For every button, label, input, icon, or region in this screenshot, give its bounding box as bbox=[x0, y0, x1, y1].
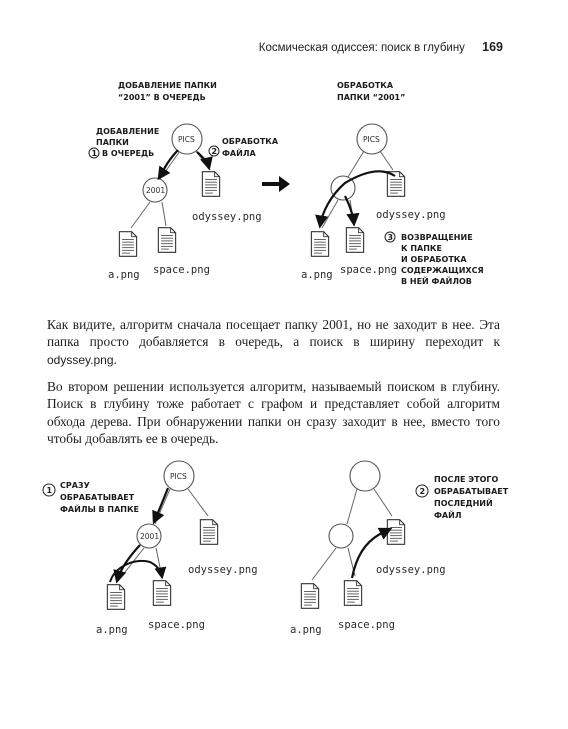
bottom-left-badge bbox=[42, 483, 56, 497]
right-note3-line-4: СОДЕРЖАЩИХСЯ bbox=[401, 266, 484, 275]
left-note2-badge bbox=[208, 145, 220, 157]
space-label-left: space.png bbox=[153, 264, 210, 276]
bottom-left-number: 1 bbox=[47, 486, 53, 495]
paragraph-2: Во втором решении используется алгоритм,… bbox=[47, 378, 500, 448]
right-note3-line-2: К ПАПКЕ bbox=[401, 244, 442, 253]
arrow-enter-folder bbox=[152, 487, 170, 525]
bottom-right-note-line-2: ОБРАБАТЫВАЕТ bbox=[434, 487, 509, 496]
paragraph-2-text: Во втором решении используется алгоритм,… bbox=[47, 379, 500, 447]
chapter-title: Космическая одиссея: поиск в глубину bbox=[258, 42, 465, 54]
right-note3-badge bbox=[384, 231, 396, 243]
pics-label: PICS bbox=[178, 135, 195, 144]
space-file-icon bbox=[152, 580, 172, 606]
right-tree: PICS bbox=[310, 123, 406, 257]
a-label-bottom-left: a.png bbox=[96, 624, 128, 636]
odyssey-label-bottom-left: odyssey.png bbox=[188, 564, 258, 576]
folder-2001-label: 2001 bbox=[146, 186, 165, 195]
left-note1-line-1: ДОБАВЛЕНИЕ bbox=[96, 127, 159, 136]
bottom-left-note-line-3: ФАЙЛЫ В ПАПКЕ bbox=[60, 503, 139, 514]
pics-folder-node bbox=[349, 460, 381, 492]
pics-folder-node bbox=[356, 123, 388, 155]
paragraph-1-tail: . bbox=[113, 351, 117, 367]
space-label-right: space.png bbox=[340, 264, 397, 276]
folder-2001-node bbox=[136, 523, 162, 549]
bottom-left-tree: PICS 2001 bbox=[106, 460, 219, 610]
a-label-left: a.png bbox=[108, 269, 140, 281]
right-note3-line-5: В НЕЙ ФАЙЛОВ bbox=[401, 275, 472, 286]
running-head: Космическая одиссея: поиск в глубину 169 bbox=[0, 40, 503, 54]
odyssey-file-icon bbox=[386, 171, 406, 197]
transition-arrow-head bbox=[279, 176, 290, 192]
right-note3-number: 3 bbox=[388, 233, 394, 242]
paragraph-1-text: Как видите, алгоритм сначала посещает па… bbox=[47, 317, 500, 350]
folder-2001-node bbox=[142, 177, 168, 203]
folder-2001-label-bottom-left: 2001 bbox=[140, 532, 159, 541]
folder-2001-node bbox=[330, 175, 356, 201]
left-title-line-2: “2001” В ОЧЕРЕДЬ bbox=[118, 93, 206, 102]
a-label-bottom-right: a.png bbox=[290, 624, 322, 636]
bottom-right-number: 2 bbox=[420, 487, 426, 496]
left-title-line-1: ДОБАВЛЕНИЕ ПАПКИ bbox=[118, 81, 217, 90]
right-note3-line-1: ВОЗВРАЩЕНИЕ bbox=[401, 233, 473, 242]
arrow-to-last-file bbox=[350, 527, 393, 579]
pics-folder-node bbox=[171, 123, 203, 155]
left-note1-line-2: ПАПКИ bbox=[96, 138, 129, 147]
right-title-line-2: ПАПКИ “2001” bbox=[337, 93, 405, 102]
pics-folder-node bbox=[163, 460, 195, 492]
arrow-return-to-folder bbox=[315, 170, 396, 229]
a-label-right: a.png bbox=[301, 269, 333, 281]
a-file-icon bbox=[310, 231, 330, 257]
bottom-right-tree bbox=[300, 460, 406, 609]
odyssey-label-left: odyssey.png bbox=[192, 211, 262, 223]
odyssey-file-icon bbox=[386, 519, 406, 545]
a-file-icon bbox=[300, 583, 320, 609]
figure-breadth-first: ДОБАВЛЕНИЕ ПАПКИ “2001” В ОЧЕРЕДЬ ДОБАВЛ… bbox=[88, 81, 484, 286]
right-title-line-1: ОБРАБОТКА bbox=[337, 81, 394, 90]
left-note1-number: 1 bbox=[92, 149, 98, 158]
arrow-visit-space bbox=[344, 195, 360, 227]
bottom-right-note-line-1: ПОСЛЕ ЭТОГО bbox=[434, 475, 498, 484]
left-note2-number: 2 bbox=[212, 147, 218, 156]
bottom-right-note-line-3: ПОСЛЕДНИЙ bbox=[434, 497, 493, 508]
left-note1-badge bbox=[88, 147, 100, 159]
figure-depth-first: 1 СРАЗУ ОБРАБАТЫВАЕТ ФАЙЛЫ В ПАПКЕ PICS … bbox=[42, 460, 509, 636]
space-label-bottom-right: space.png bbox=[338, 619, 395, 631]
a-file-icon bbox=[106, 584, 126, 610]
arrow-visit-odyssey bbox=[196, 151, 213, 171]
right-note3-line-3: И ОБРАБОТКА bbox=[401, 255, 467, 264]
paragraph-1: Как видите, алгоритм сначала посещает па… bbox=[47, 316, 500, 369]
left-note1-line-3: В ОЧЕРЕДЬ bbox=[102, 149, 154, 158]
paragraph-1-code: odyssey.png bbox=[47, 352, 114, 367]
bottom-left-note-line-2: ОБРАБАТЫВАЕТ bbox=[60, 493, 135, 502]
arrow-visit-2001 bbox=[157, 149, 179, 181]
odyssey-file-icon bbox=[201, 171, 221, 197]
left-note2-line-2: ФАЙЛА bbox=[222, 147, 256, 158]
left-note2-line-1: ОБРАБОТКА bbox=[222, 137, 279, 146]
odyssey-label-bottom-right: odyssey.png bbox=[376, 564, 446, 576]
folder-2001-node bbox=[328, 523, 354, 549]
space-file-icon bbox=[345, 227, 365, 253]
pics-label-right: PICS bbox=[363, 135, 380, 144]
left-tree: PICS 2001 bbox=[118, 123, 221, 257]
space-file-icon bbox=[157, 227, 177, 253]
pics-label-bottom-left: PICS bbox=[170, 472, 187, 481]
bottom-left-note-line-1: СРАЗУ bbox=[60, 481, 90, 490]
a-file-icon bbox=[118, 231, 138, 257]
space-label-bottom-left: space.png bbox=[148, 619, 205, 631]
odyssey-file-icon bbox=[199, 519, 219, 545]
arrow-visit-space bbox=[109, 560, 167, 583]
bottom-right-badge bbox=[415, 484, 429, 498]
page-number: 169 bbox=[482, 40, 503, 54]
arrow-visit-a bbox=[113, 544, 141, 584]
bottom-right-note-line-4: ФАЙЛ bbox=[434, 509, 461, 520]
odyssey-label-right: odyssey.png bbox=[376, 209, 446, 221]
space-file-icon bbox=[343, 580, 363, 606]
